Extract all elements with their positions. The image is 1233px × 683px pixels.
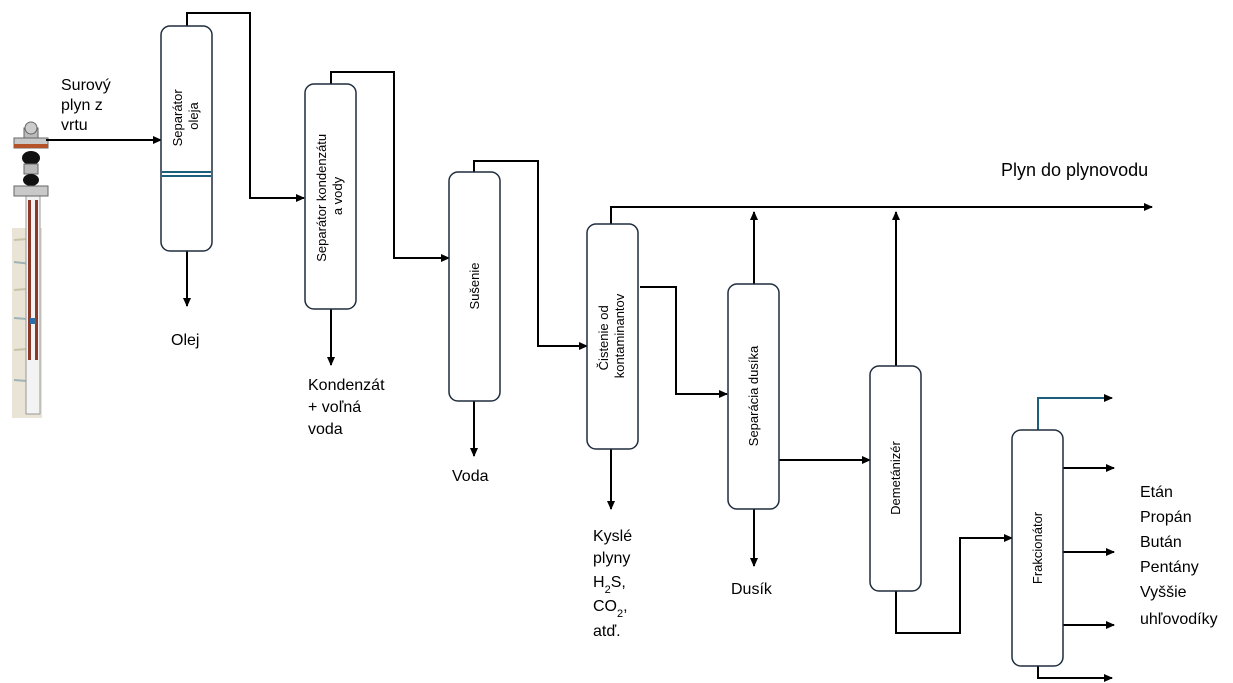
oil-output-label: Olej — [171, 332, 199, 349]
demethanizer-label: Demetánizér — [888, 440, 903, 514]
drying-unit: Sušenie — [448, 171, 501, 402]
h2s-formula: H2S, — [593, 574, 626, 596]
nitrogen-output-label: Dusík — [731, 581, 773, 598]
co2-formula: CO2, — [593, 598, 628, 620]
water-output-label: Voda — [452, 468, 489, 485]
pipeline-gas-label: Plyn do plynovodu — [1001, 160, 1148, 180]
contaminant-cleaning-label: Čistenie od kontaminantov — [596, 293, 627, 378]
product-list: Etán Propán Bután Pentány Vyššie uhľovod… — [1140, 484, 1218, 628]
svg-text:atď.: atď. — [593, 623, 621, 640]
acid-gases-output-label: Kyslé plyny H2S, CO2, atď. — [593, 528, 632, 640]
feed-label: Surový plyn z vrtu — [61, 77, 115, 134]
oil-separator-label: Separátor oleja — [170, 86, 201, 147]
process-lines — [46, 12, 1153, 682]
condensate-separator: Separátor kondenzátu a vody — [304, 83, 357, 310]
condensate-separator-label: Separátor kondenzátu a vody — [314, 130, 345, 262]
svg-text:plyny: plyny — [593, 550, 630, 567]
product-item: Etán — [1140, 484, 1173, 501]
product-item: Bután — [1140, 534, 1182, 551]
wellhead-icon — [12, 121, 49, 418]
oil-separator: Separátor oleja — [160, 25, 213, 252]
nitrogen-separation-label: Separácia dusíka — [746, 345, 761, 446]
fractionator-unit: Frakcionátor — [1011, 429, 1064, 667]
product-item: uhľovodíky — [1140, 611, 1218, 628]
drying-label: Sušenie — [467, 263, 482, 310]
svg-text:Kyslé: Kyslé — [593, 528, 632, 545]
demethanizer-unit: Demetánizér — [869, 365, 922, 592]
product-item: Pentány — [1140, 559, 1199, 576]
nitrogen-separation-unit: Separácia dusíka — [727, 283, 780, 510]
fractionator-label: Frakcionátor — [1030, 511, 1045, 584]
product-item: Vyššie — [1140, 584, 1187, 601]
product-item: Propán — [1140, 509, 1192, 526]
condensate-output-label: Kondenzát + voľná voda — [308, 377, 389, 438]
contaminant-cleaning-unit: Čistenie od kontaminantov — [586, 223, 639, 450]
